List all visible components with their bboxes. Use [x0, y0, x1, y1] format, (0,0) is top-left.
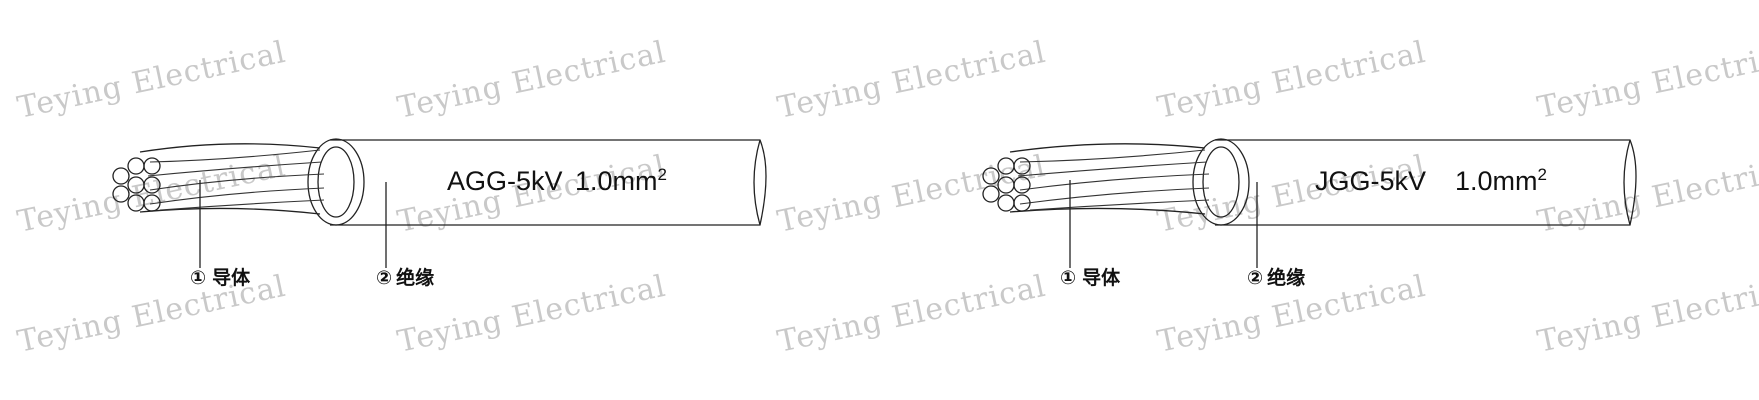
watermark-text: Teying Electrical [394, 35, 669, 126]
conductor-strand-line [159, 199, 325, 211]
jacket-end-curve [1623, 139, 1631, 226]
cable-size-label: 1.0mm2 [575, 165, 667, 196]
watermark-text: Teying Electrical [1154, 35, 1429, 126]
insulation-face-inner [1202, 146, 1240, 218]
conductor-strand-ends [982, 157, 1031, 212]
cable-model-label: AGG-5kV [447, 166, 563, 196]
watermark-text: Teying Electrical [394, 269, 669, 360]
watermark-text: Teying Electrical [774, 149, 1049, 240]
cable-model-label: JGG-5kV [1315, 166, 1426, 196]
strand-end [1013, 194, 1031, 212]
strand-end [1013, 157, 1031, 175]
conductor-outline [1009, 143, 1206, 215]
strand-end [112, 185, 130, 203]
watermark-text: Teying Electrical [1534, 35, 1759, 126]
strand-end [982, 167, 1000, 185]
strand-end [982, 185, 1000, 203]
watermark-text: Teying Electrical [14, 35, 289, 126]
cable-size-label: 1.0mm2 [1455, 165, 1547, 196]
conductor-strand-line [1017, 161, 1208, 177]
conductor-strand-line [149, 173, 325, 191]
insulation-jacket [330, 139, 767, 226]
conductor-strand-line [1029, 199, 1210, 211]
conductor-strand-line [1019, 149, 1206, 163]
strand-end [143, 157, 161, 175]
insulation-face-inner [317, 146, 355, 218]
strand-end [1013, 176, 1031, 194]
watermark-text: Teying Electrical [774, 269, 1049, 360]
watermark-text: Teying Electrical [1534, 269, 1759, 360]
insulation-face-outer [1192, 138, 1250, 226]
conductor-strand-line [1019, 187, 1210, 205]
jacket-end-curve [753, 139, 761, 226]
watermark-text: Teying Electrical [774, 35, 1049, 126]
conductor-strand-line [147, 161, 323, 177]
conductor-strand-line [149, 187, 325, 205]
strand-end [143, 194, 161, 212]
insulation-jacket [1215, 139, 1637, 226]
conductor-strand-line [149, 149, 321, 163]
insulation-face-outer [307, 138, 365, 226]
conductor-strand-ends [112, 157, 161, 212]
conductor-strand-line [1019, 173, 1210, 191]
watermark-text: Teying Electrical [1534, 149, 1759, 240]
strand-end [127, 157, 145, 175]
strand-end [997, 194, 1015, 212]
strand-end [143, 176, 161, 194]
strand-end [112, 167, 130, 185]
